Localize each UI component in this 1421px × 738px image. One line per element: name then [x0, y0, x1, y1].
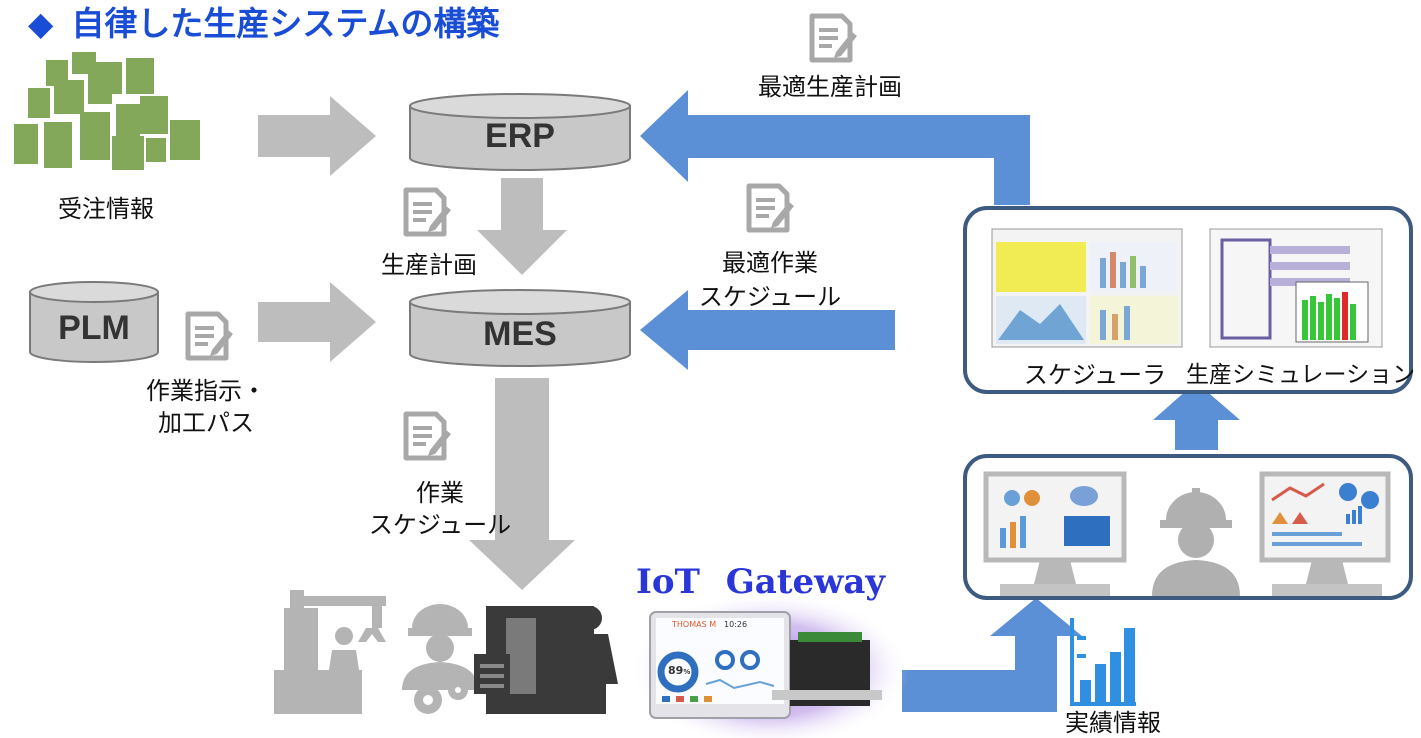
title-text: 自律した生産システムの構築 — [71, 4, 500, 43]
page-title: ◆ 自律した生産システムの構築 — [28, 2, 499, 46]
mes-database-icon — [409, 289, 631, 367]
production-plan-document-icon — [406, 190, 451, 234]
order-documents-icon — [14, 52, 200, 170]
helmet-worker-icon — [1152, 488, 1240, 596]
plm-database-icon — [29, 281, 159, 363]
production-plan-label: 生産計画 — [381, 251, 477, 279]
monitoring-to-scheduler-arrow — [1153, 382, 1240, 450]
iot-gateway-device — [630, 592, 910, 738]
mes-label: MES — [483, 315, 557, 353]
title-bullet: ◆ — [28, 4, 54, 43]
results-bar-chart-icon — [1070, 618, 1136, 706]
device-time: 10:26 — [724, 620, 748, 629]
gauge-unit: % — [683, 668, 691, 676]
optimal-plan-document-icon — [812, 16, 857, 60]
gauge-number: 89 — [668, 664, 684, 677]
device-gauge-value: 89% — [668, 664, 690, 677]
work-instruction-label-line1: 作業指示・ — [146, 377, 266, 405]
order-info-label: 受注情報 — [58, 195, 154, 223]
optimal-plan-feedback-arrow — [640, 90, 1030, 205]
simulation-screenshot — [1209, 228, 1383, 348]
erp-label: ERP — [485, 117, 555, 155]
work-schedule-document-icon — [406, 414, 451, 458]
production-simulation-label: 生産シミュレーション — [1186, 362, 1416, 388]
gear-worker-icon — [402, 604, 478, 714]
results-info-label: 実績情報 — [1065, 709, 1161, 737]
order-to-erp-arrow — [258, 96, 376, 176]
optimal-schedule-document-icon — [749, 186, 794, 230]
work-schedule-label-line2: スケジュール — [368, 511, 512, 539]
work-schedule-label-line1: 作業 — [416, 479, 464, 507]
device-brand: THOMAS M — [672, 620, 717, 629]
robot-arm-icon — [274, 590, 386, 714]
optimal-schedule-feedback-arrow — [640, 290, 895, 370]
plm-to-mes-arrow — [258, 282, 376, 362]
optimal-production-plan-label: 最適生産計画 — [758, 73, 902, 101]
mes-to-shopfloor-arrow — [469, 378, 575, 590]
erp-database-icon — [409, 93, 631, 171]
dashboard-monitor-icon-left — [983, 471, 1127, 596]
work-instruction-document-icon — [188, 314, 233, 358]
results-upload-arrow — [902, 598, 1082, 712]
iot-gateway-label: IoT Gateway — [636, 562, 886, 602]
dashboard-monitor-icon-right — [1259, 471, 1391, 596]
scheduler-screenshot — [991, 228, 1183, 348]
optimal-work-schedule-label-line2: スケジュール — [698, 283, 842, 311]
plm-label: PLM — [58, 309, 130, 347]
scheduler-label: スケジューラ — [1023, 361, 1167, 389]
machine-tool-icon — [474, 606, 618, 714]
erp-to-mes-arrow — [477, 178, 567, 275]
optimal-work-schedule-label-line1: 最適作業 — [722, 249, 818, 277]
work-instruction-label-line2: 加工パス — [158, 409, 254, 437]
